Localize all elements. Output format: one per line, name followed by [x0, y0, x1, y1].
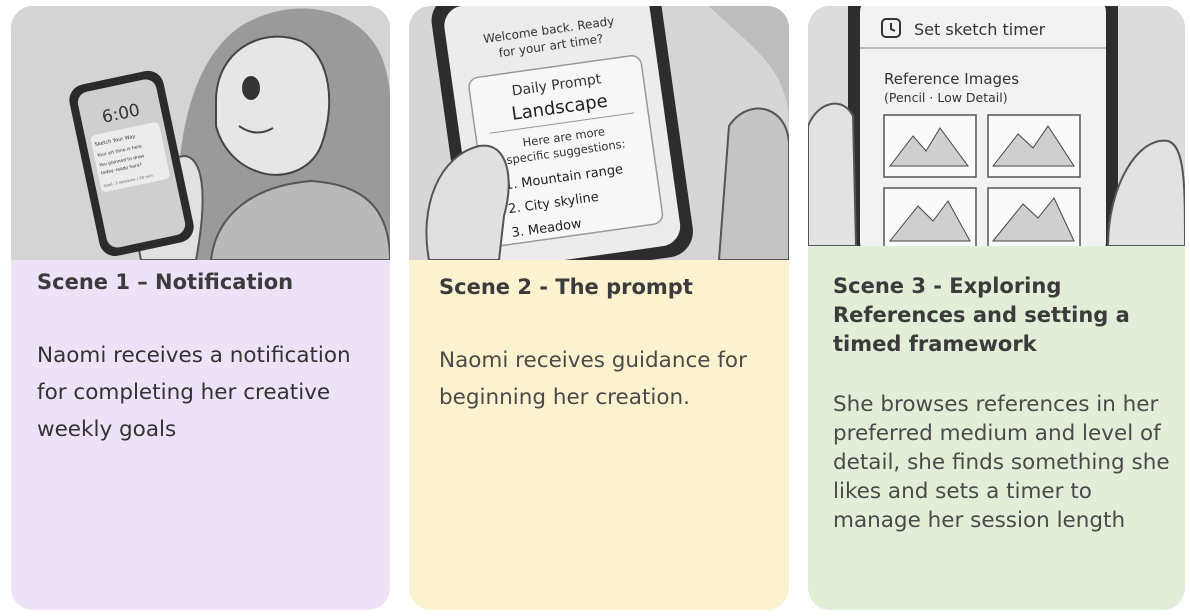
phone-prompt-image: Welcome back. Ready for your art time? D…	[409, 6, 789, 260]
reference-thumbnail-4[interactable]	[987, 187, 1081, 246]
scene-3-illustration: Set sketch timer Reference Images (Penci…	[808, 6, 1185, 246]
scene-1-illustration: 6:00 Sketch Your Way Your art time is he…	[11, 6, 390, 260]
references-title: Reference Images	[884, 70, 1019, 88]
girl-with-phone-image: 6:00 Sketch Your Way Your art time is he…	[11, 6, 390, 260]
scene-3-title: Scene 3 - Exploring References and setti…	[833, 274, 1130, 356]
scene-card-1: 6:00 Sketch Your Way Your art time is he…	[11, 6, 390, 610]
scene-2-illustration: Welcome back. Ready for your art time? D…	[409, 6, 789, 260]
timer-icon	[881, 18, 901, 38]
scene-3-description: She browses references in her preferred …	[833, 392, 1170, 533]
scene-card-2: Welcome back. Ready for your art time? D…	[409, 6, 789, 610]
reference-thumbnail-1[interactable]	[883, 114, 977, 178]
scene-2-title: Scene 2 - The prompt	[439, 275, 693, 299]
references-subtitle: (Pencil · Low Detail)	[884, 90, 1008, 105]
reference-thumbnail-2[interactable]	[987, 114, 1081, 178]
scene-2-description: Naomi receives guidance for beginning he…	[439, 348, 747, 410]
scene-card-3: Set sketch timer Reference Images (Penci…	[808, 6, 1185, 610]
scene-1-title: Scene 1 – Notification	[37, 270, 294, 294]
timer-label[interactable]: Set sketch timer	[914, 20, 1046, 39]
reference-thumbnail-3[interactable]	[883, 187, 977, 246]
scene-1-description: Naomi receives a notification for comple…	[37, 343, 351, 442]
phone-references-image: Set sketch timer Reference Images (Penci…	[808, 6, 1185, 246]
